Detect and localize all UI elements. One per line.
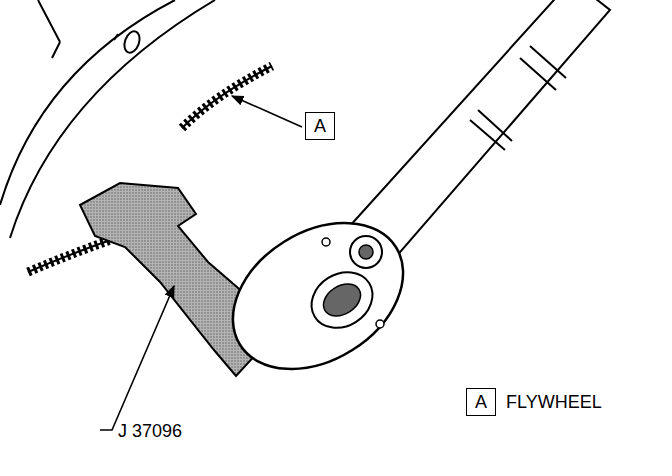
callout-letter: A bbox=[314, 117, 326, 135]
ratchet-wrench bbox=[206, 0, 610, 399]
callout-box: A bbox=[305, 112, 335, 140]
part-name: FLYWHEEL bbox=[506, 393, 602, 411]
holding-tool bbox=[80, 183, 258, 376]
callout-box: A bbox=[466, 388, 496, 416]
callout-letter: A bbox=[475, 393, 487, 411]
leader-lines bbox=[100, 96, 302, 430]
tool-number: J 37096 bbox=[118, 422, 182, 440]
